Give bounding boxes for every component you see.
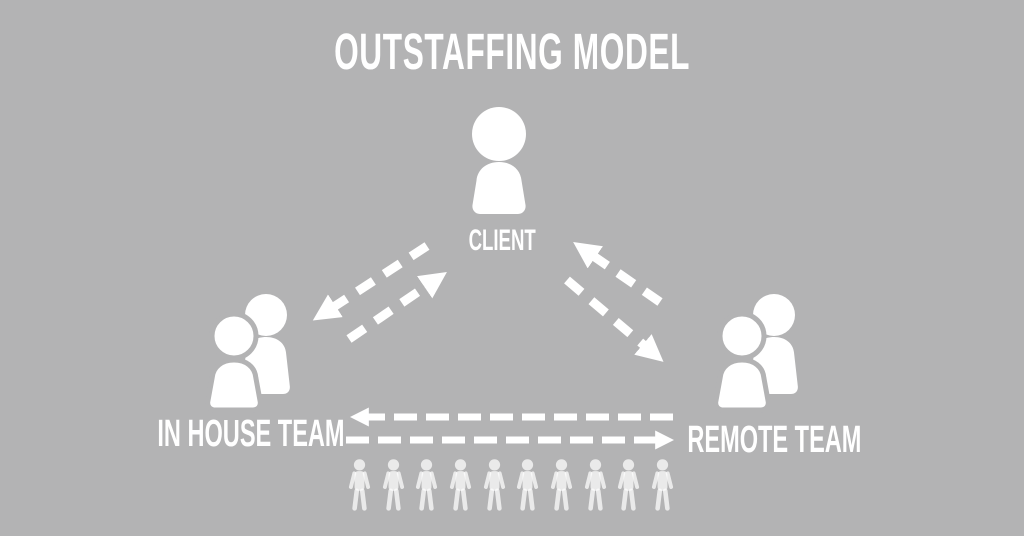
single-person-icon [472,107,526,214]
arrow-inhouse-to-client [346,272,447,343]
person-figure-icon [382,459,404,511]
two-person-team-icon [713,294,798,413]
crowd-row [345,455,677,518]
person-figure-icon [483,459,505,511]
remote-team-icon [706,294,812,413]
client-label: CLIENT [468,224,536,257]
arrow-remote-to-client [573,241,663,306]
person-figure-icon [584,459,606,511]
person-figure-icon [416,459,438,511]
diagram-title: OUTSTAFFING MODEL [0,22,1024,81]
arrow-client-to-remote [564,276,664,362]
client-person-icon [460,106,538,214]
in-house-team-icon [198,294,304,413]
person-figure-icon [550,459,572,511]
person-figure-icon [348,459,371,511]
person-figure-icon [651,459,673,511]
diagram-title-text: OUTSTAFFING MODEL [333,23,690,80]
in-house-team-label: IN HOUSE TEAM [157,413,345,455]
person-figure-icon [517,459,539,511]
person-figure-icon [449,459,472,511]
person-figure-icon [618,459,640,511]
two-person-team-icon [205,294,290,413]
remote-team-label: REMOTE TEAM [686,419,862,461]
